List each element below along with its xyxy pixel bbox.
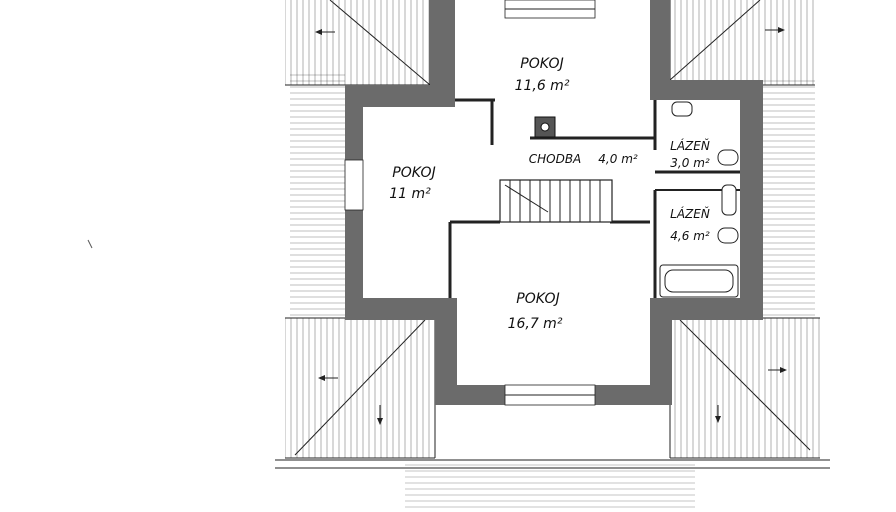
arrow-right-icon [765, 27, 785, 33]
arrow-down-icon [715, 405, 721, 423]
room-label-top: POKOJ 11,6 m² [515, 56, 570, 94]
room-name: CHODBA [529, 152, 582, 166]
partitions [448, 98, 740, 298]
stray-mark [87, 239, 93, 249]
room-name: POKOJ [516, 291, 559, 307]
walls [345, 0, 763, 405]
room-area: 16,7 m² [508, 316, 563, 332]
room-name: POKOJ [392, 165, 435, 181]
toilet-icon [671, 101, 693, 117]
window-left [344, 159, 364, 211]
room-label-corridor: CHODBA 4,0 m² [529, 152, 638, 166]
toilet-icon [721, 184, 737, 216]
bathtub-icon [659, 264, 739, 298]
room-label-bottom: POKOJ 16,7 m² [508, 291, 563, 332]
room-name: POKOJ [520, 56, 563, 72]
roof-bottom-edge [275, 459, 830, 512]
sink-icon [717, 149, 739, 244]
window-top [504, 0, 596, 19]
arrow-left-icon [315, 29, 335, 35]
room-area: 4,6 m² [670, 229, 710, 243]
interior [363, 18, 740, 385]
roof-top-right [669, 0, 815, 86]
roof-right [760, 80, 815, 320]
arrow-left-icon [318, 375, 338, 381]
room-area: 3,0 m² [670, 156, 710, 170]
roof-bottom-left [285, 317, 436, 459]
staircase [499, 179, 613, 223]
arrow-right-icon [768, 367, 787, 373]
roof-left [290, 70, 345, 320]
window-bottom [504, 384, 596, 406]
room-name: LÁZEŇ [670, 206, 710, 221]
room-area: 11,6 m² [515, 78, 570, 94]
room-area: 4,0 m² [598, 152, 638, 166]
roof-bottom-right [669, 317, 820, 459]
room-label-bath-2: LÁZEŇ 4,6 m² [670, 206, 710, 243]
room-area: 11 m² [389, 186, 431, 202]
arrow-down-icon [377, 405, 383, 425]
room-label-left: POKOJ 11 m² [389, 165, 435, 202]
room-name: LÁZEŇ [670, 138, 710, 153]
room-label-bath-1: LÁZEŇ 3,0 m² [670, 138, 710, 170]
